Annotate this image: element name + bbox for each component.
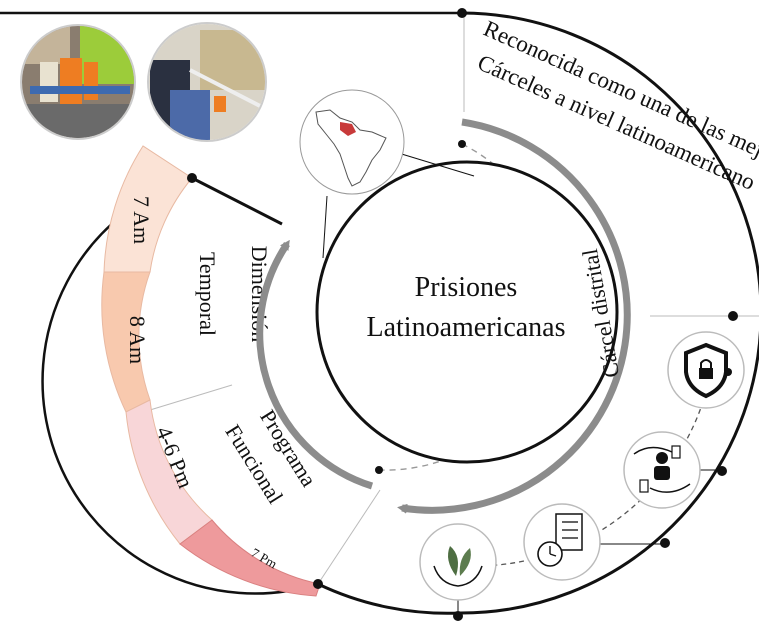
- middle-ring-tick: [191, 176, 283, 226]
- outer-arc-bottom: [317, 582, 461, 615]
- dot-right-mid: [728, 311, 738, 321]
- dot-dashed-start: [458, 140, 466, 148]
- dot-right-lower: [717, 466, 727, 476]
- arrow-arc-right: [397, 118, 631, 514]
- dot-band-end: [313, 579, 323, 589]
- checklist-stopwatch-icon: [523, 503, 601, 581]
- band-7am-label: 7 Am: [129, 196, 154, 244]
- dot-bottom: [453, 611, 463, 621]
- shield-lock-icon: [667, 331, 745, 409]
- band-8am-label: 8 Am: [125, 316, 150, 364]
- center-title-line2: Latinoamericanas: [366, 312, 565, 343]
- dot-dashed-end: [375, 466, 383, 474]
- recognition-text: Reconocida como una de las mejores Cárce…: [474, 16, 759, 195]
- outer-arc: [459, 11, 759, 615]
- dot-bottom-right: [660, 538, 670, 548]
- photo-corridor: [147, 22, 267, 142]
- center-title-line1: Prisiones: [415, 272, 518, 303]
- middle-divider-low: [317, 489, 381, 585]
- center-circle: [315, 160, 619, 464]
- band-7am: [103, 145, 193, 273]
- map-connector-1: [322, 195, 328, 259]
- map-connector-2: [394, 151, 475, 177]
- map-latinamerica-icon: [315, 109, 387, 187]
- middle-divider: [149, 384, 233, 411]
- dot-middle-start: [187, 173, 197, 183]
- photo-inmates: [20, 24, 136, 140]
- dot-top: [457, 8, 467, 18]
- middle-ring-left: [41, 176, 319, 595]
- arrow-arc-left: [256, 239, 374, 490]
- temporal-line2: Temporal: [195, 252, 220, 336]
- hands-person-icon: [623, 431, 701, 509]
- icon-dash-link: [471, 391, 707, 567]
- hands-plant-icon: [419, 523, 497, 601]
